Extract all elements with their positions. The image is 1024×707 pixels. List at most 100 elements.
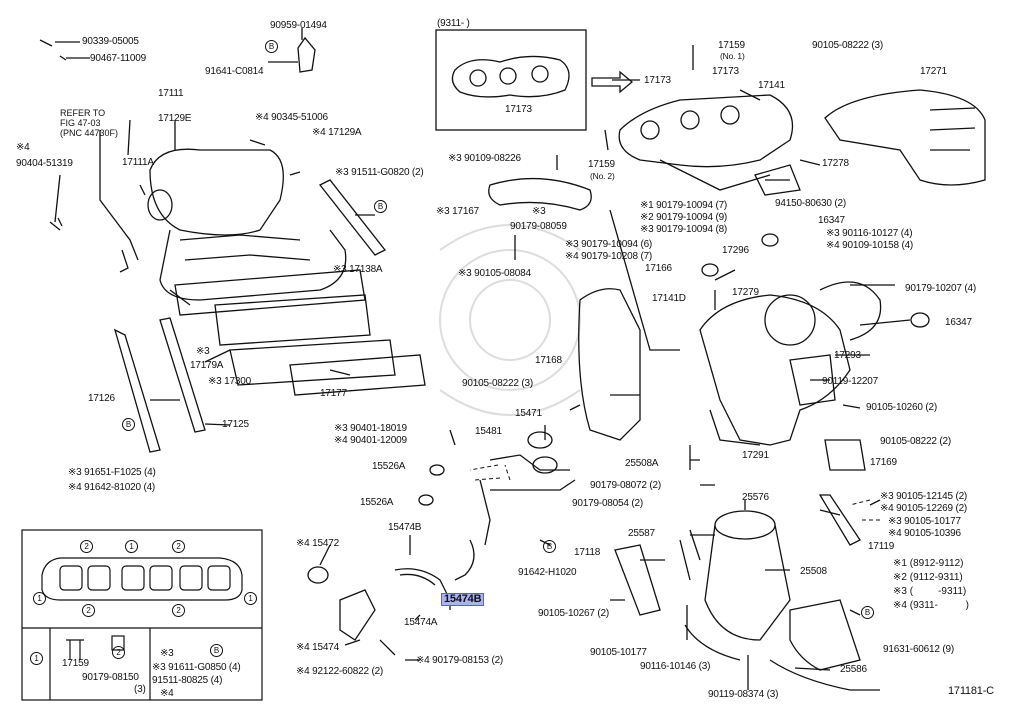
part-label-25576[interactable]: 25576 (742, 492, 769, 503)
part-label-17169[interactable]: 17169 (870, 457, 897, 468)
legend-row-4: ※4 (9311- ) (893, 600, 970, 611)
part-label-90105-10396[interactable]: ※4 90105-10396 (888, 528, 961, 539)
part-label-17278[interactable]: 17278 (822, 158, 849, 169)
part-label-90119-12207[interactable]: 90119-12207 (822, 376, 879, 387)
part-label-17129A[interactable]: ※4 17129A (312, 127, 362, 138)
part-label-90179-08153[interactable]: ※4 90179-08153 (2) (416, 655, 504, 666)
part-label-15471[interactable]: 15471 (515, 408, 542, 419)
part-label-94150-80630[interactable]: 94150-80630 (2) (775, 198, 846, 209)
part-label-91641-C0814[interactable]: 91641-C0814 (205, 66, 264, 77)
part-label-17125[interactable]: 17125 (222, 419, 249, 430)
part-label-15481[interactable]: 15481 (475, 426, 502, 437)
part-label-90105-08084[interactable]: ※3 90105-08084 (458, 268, 531, 279)
part-label-17296[interactable]: 17296 (722, 245, 749, 256)
part-label-15474B-highlighted[interactable]: 15474B (441, 593, 485, 606)
part-label-90179-10094-9[interactable]: ※2 90179-10094 (9) (640, 212, 728, 223)
part-label-91511-G0820[interactable]: ※3 91511-G0820 (2) (335, 167, 424, 178)
part-label-91642-H1020[interactable]: 91642-H1020 (518, 567, 577, 578)
part-label-17179A[interactable]: 17179A (190, 360, 224, 371)
part-label-17159-no2-sub: (No. 2) (590, 171, 615, 181)
part-label-90109-08226[interactable]: ※3 90109-08226 (448, 153, 521, 164)
part-label-17271[interactable]: 17271 (920, 66, 947, 77)
part-label-17111A[interactable]: 17111A (122, 157, 154, 168)
part-label-90179-08054[interactable]: 90179-08054 (2) (572, 498, 643, 509)
part-label-91642-81020[interactable]: ※4 91642-81020 (4) (68, 482, 156, 493)
part-label-90179-08150[interactable]: 90179-08150 (82, 672, 139, 683)
circle-b-marker: B (122, 418, 136, 431)
note-mark-3-90179: ※3 (532, 206, 546, 217)
part-label-17141D[interactable]: 17141D (652, 293, 686, 304)
part-label-90116-10127[interactable]: ※3 90116-10127 (4) (826, 228, 913, 239)
part-label-92122-60822[interactable]: ※4 92122-60822 (2) (296, 666, 384, 677)
part-label-25508A[interactable]: 25508A (625, 458, 659, 469)
part-label-90116-10146[interactable]: 90116-10146 (3) (640, 661, 711, 672)
part-label-15474[interactable]: ※4 15474 (296, 642, 339, 653)
part-label-90467-11009[interactable]: 90467-11009 (90, 53, 147, 64)
part-label-17173-box[interactable]: 17173 (505, 104, 532, 115)
part-label-17293[interactable]: 17293 (834, 350, 861, 361)
part-label-90179-10094-8[interactable]: ※3 90179-10094 (8) (640, 224, 728, 235)
part-label-90105-10267[interactable]: 90105-10267 (2) (538, 608, 609, 619)
part-label-90109-10158[interactable]: ※4 90109-10158 (4) (826, 240, 914, 251)
part-label-90105-10177-b[interactable]: 90105-10177 (590, 647, 647, 658)
part-label-17173-b[interactable]: 17173 (712, 66, 739, 77)
part-label-90401-18019[interactable]: ※3 90401-18019 (334, 423, 407, 434)
part-label-15474A[interactable]: 15474A (404, 617, 438, 628)
part-label-91631-60612[interactable]: 91631-60612 (9) (883, 644, 954, 655)
part-label-16347-b[interactable]: 16347 (945, 317, 972, 328)
part-label-91611-G0850[interactable]: ※3 91611-G0850 (4) (152, 662, 241, 673)
note-mark-4: ※4 (16, 142, 30, 153)
part-label-90105-12269[interactable]: ※4 90105-12269 (2) (880, 503, 968, 514)
part-label-17167[interactable]: ※3 17167 (436, 206, 479, 217)
part-label-17159-box[interactable]: 17159 (62, 658, 89, 669)
part-label-90404-51319[interactable]: 90404-51319 (16, 158, 73, 169)
part-label-17118[interactable]: 17118 (574, 547, 601, 558)
part-label-17111[interactable]: 17111 (158, 88, 184, 99)
part-label-90345-51006[interactable]: ※4 90345-51006 (255, 112, 328, 123)
part-label-25586[interactable]: 25586 (840, 664, 867, 675)
part-label-17138A[interactable]: ※3 17138A (333, 264, 383, 275)
part-label-17159-no1[interactable]: 17159 (718, 40, 745, 51)
part-label-17129E[interactable]: 17129E (158, 113, 192, 124)
part-label-17119[interactable]: 17119 (868, 541, 895, 552)
part-label-90959-01494[interactable]: 90959-01494 (270, 20, 327, 31)
part-label-90179-10094-6[interactable]: ※3 90179-10094 (6) (565, 239, 653, 250)
gasket-circle-left: 1 (33, 592, 47, 605)
part-label-17126[interactable]: 17126 (88, 393, 115, 404)
part-label-17279[interactable]: 17279 (732, 287, 759, 298)
part-label-17168[interactable]: 17168 (535, 355, 562, 366)
part-label-16347-a[interactable]: 16347 (818, 215, 845, 226)
part-label-17141[interactable]: 17141 (758, 80, 785, 91)
part-label-17173-a[interactable]: 17173 (644, 75, 671, 86)
note-mark-4-box: ※4 (160, 688, 174, 699)
part-label-17291[interactable]: 17291 (742, 450, 769, 461)
circle-b-marker: B (374, 200, 388, 213)
part-label-90105-08222-mid[interactable]: 90105-08222 (3) (462, 378, 533, 389)
part-label-25508[interactable]: 25508 (800, 566, 827, 577)
part-label-91651-F1025[interactable]: ※3 91651-F1025 (4) (68, 467, 156, 478)
part-label-90179-08059[interactable]: 90179-08059 (510, 221, 567, 232)
part-label-90119-08374[interactable]: 90119-08374 (3) (708, 689, 779, 700)
part-label-90179-10094-7[interactable]: ※1 90179-10094 (7) (640, 200, 728, 211)
part-label-90105-10177-a[interactable]: ※3 90105-10177 (888, 516, 961, 527)
part-label-15474B-upper[interactable]: 15474B (388, 522, 422, 533)
part-label-90105-08222-top[interactable]: 90105-08222 (3) (812, 40, 883, 51)
part-label-90105-12145[interactable]: ※3 90105-12145 (2) (880, 491, 968, 502)
part-label-90339-05005[interactable]: 90339-05005 (82, 36, 139, 47)
part-label-15526A-b[interactable]: 15526A (360, 497, 394, 508)
part-label-17177[interactable]: 17177 (320, 388, 347, 399)
gasket-circle: 2 (172, 604, 186, 617)
part-label-90179-08072[interactable]: 90179-08072 (2) (590, 480, 661, 491)
part-label-15526A-a[interactable]: 15526A (372, 461, 406, 472)
part-label-15472[interactable]: ※4 15472 (296, 538, 339, 549)
part-label-90105-08222-right[interactable]: 90105-08222 (2) (880, 436, 951, 447)
part-label-17166[interactable]: 17166 (645, 263, 672, 274)
part-label-90105-10260[interactable]: 90105-10260 (2) (866, 402, 937, 413)
part-label-17159-no2[interactable]: 17159 (588, 159, 615, 170)
part-label-90179-10208[interactable]: ※4 90179-10208 (7) (565, 251, 653, 262)
part-label-91511-80825[interactable]: 91511-80825 (4) (152, 675, 223, 686)
part-label-25587[interactable]: 25587 (628, 528, 655, 539)
part-label-90179-10207[interactable]: 90179-10207 (4) (905, 283, 976, 294)
part-label-17300[interactable]: ※3 17300 (208, 376, 251, 387)
part-label-90401-12009[interactable]: ※4 90401-12009 (334, 435, 407, 446)
